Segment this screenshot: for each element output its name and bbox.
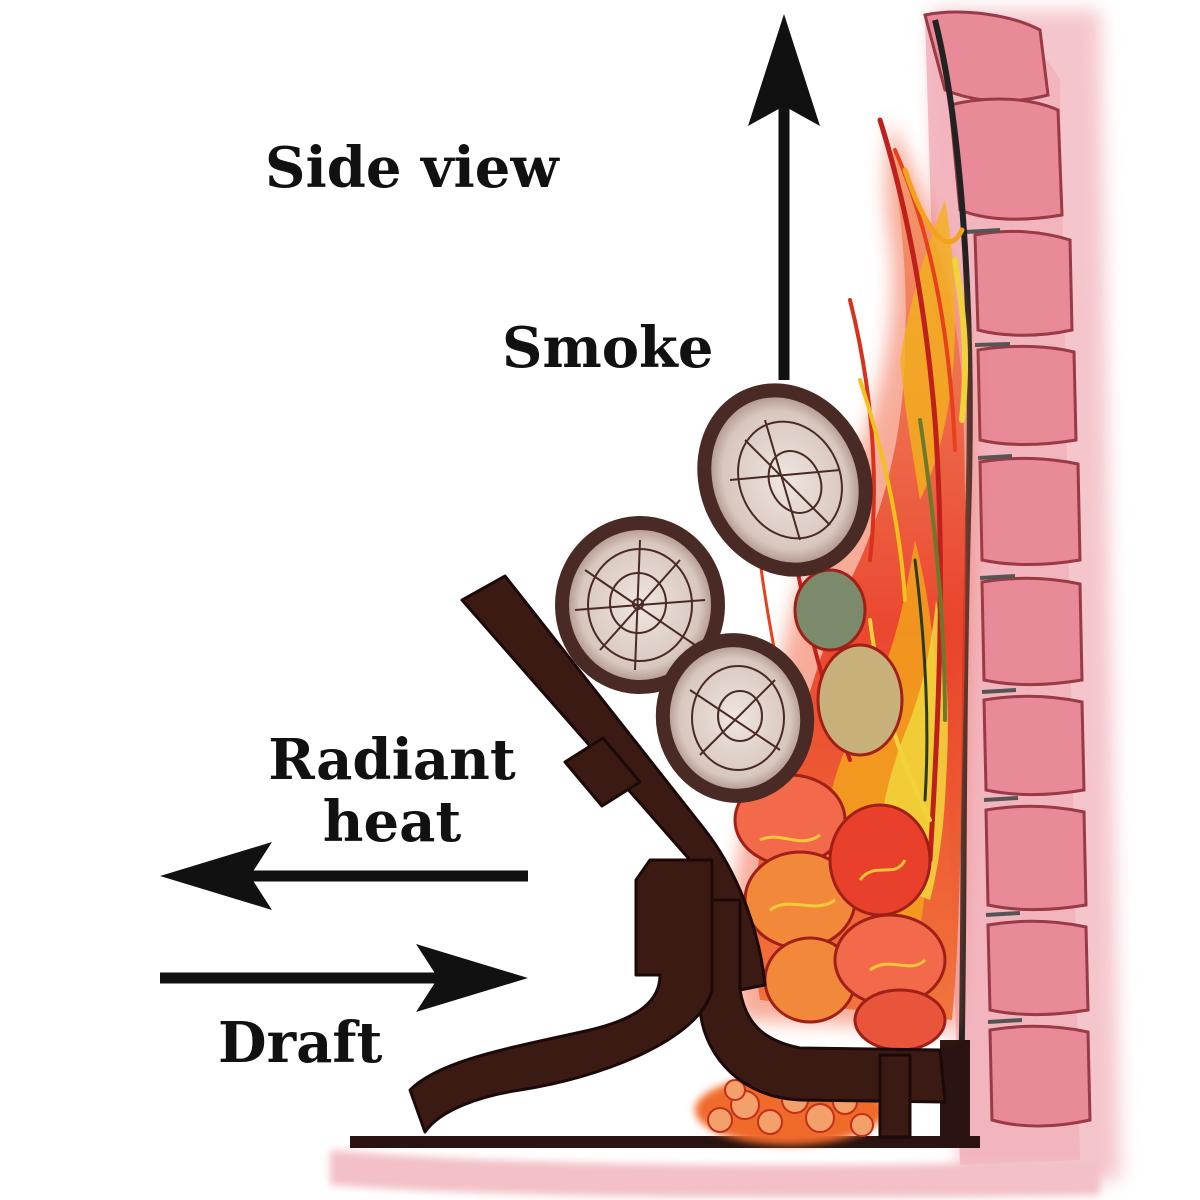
logs: [555, 383, 873, 803]
log-right: [655, 633, 815, 803]
smoke-arrow: [748, 14, 820, 380]
diagram-title: Side view: [265, 135, 559, 201]
radiant-heat-label-line2: heat: [322, 789, 462, 855]
draft-arrow: [160, 944, 528, 1012]
log-top: [697, 383, 873, 577]
log-left: [555, 516, 725, 694]
fire: [731, 117, 971, 1052]
radiant-heat-label: Radiant heat: [262, 732, 522, 850]
draft-label: Draft: [218, 1010, 383, 1076]
fire-grate: [408, 574, 947, 1139]
radiant-heat-arrow: [160, 842, 528, 910]
radiant-heat-label-line1: Radiant: [268, 727, 516, 793]
smoke-label: Smoke: [502, 315, 714, 381]
